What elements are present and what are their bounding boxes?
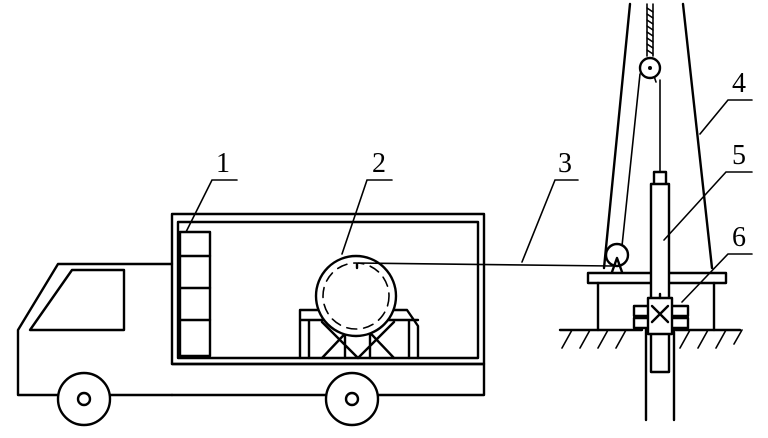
leader-lines xyxy=(185,99,753,303)
derrick-right-leg xyxy=(681,2,714,270)
leader-4 xyxy=(699,99,753,135)
winch-drum xyxy=(314,254,398,338)
instrument-rack xyxy=(178,230,212,358)
label-3: 3 xyxy=(558,148,572,179)
logging-cable xyxy=(357,69,657,267)
derrick xyxy=(602,2,714,274)
label-5: 5 xyxy=(732,140,746,171)
derrick-left-leg xyxy=(602,2,632,270)
leader-2 xyxy=(341,179,393,255)
truck xyxy=(16,212,486,427)
label-4: 4 xyxy=(732,68,746,99)
logging-tool xyxy=(649,170,671,374)
cargo-inner-box xyxy=(176,220,480,360)
well-casing xyxy=(644,328,676,422)
leader-5 xyxy=(663,171,753,241)
cab-window xyxy=(28,268,126,332)
ground-sheave xyxy=(604,242,630,268)
front-wheel xyxy=(56,371,112,427)
label-2: 2 xyxy=(372,148,386,179)
label-1: 1 xyxy=(216,148,230,179)
leader-3 xyxy=(521,179,579,263)
hoist-cable-twist xyxy=(646,7,654,55)
cable-winch xyxy=(298,254,420,360)
winch-frame xyxy=(298,308,420,360)
leader-1 xyxy=(185,179,238,233)
rear-wheel xyxy=(324,371,380,427)
leader-6 xyxy=(681,253,753,303)
label-6: 6 xyxy=(732,222,746,253)
part-labels: 1 2 3 4 5 6 xyxy=(216,68,746,253)
wellhead-valve xyxy=(632,292,690,336)
sheave-stand xyxy=(610,256,624,274)
ground xyxy=(558,328,743,349)
ground-hatching xyxy=(561,329,743,349)
